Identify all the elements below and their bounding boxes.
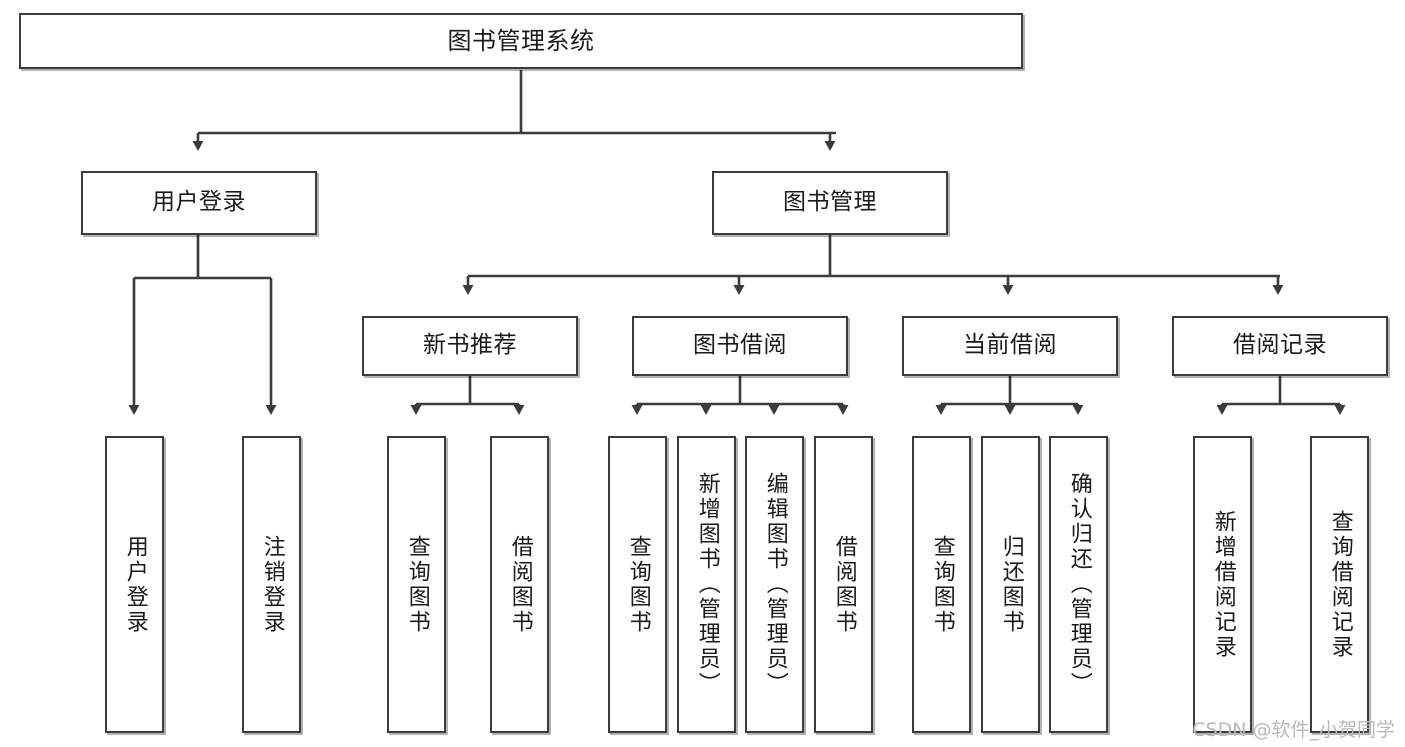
node-leaf-confirm-return-label: 确认归还（管理员） (1066, 472, 1092, 697)
node-user-login[interactable]: 用户登录 (81, 171, 317, 235)
node-leaf-query-record[interactable]: 查询借阅记录 (1310, 436, 1369, 733)
node-leaf-add-book[interactable]: 新增图书（管理员） (677, 436, 736, 733)
node-book-management-label: 图书管理 (783, 189, 877, 216)
node-leaf-add-record-label: 新增借阅记录 (1210, 509, 1236, 660)
node-new-book-recommend[interactable]: 新书推荐 (362, 316, 578, 376)
node-root-label: 图书管理系统 (447, 26, 595, 55)
node-borrow-record[interactable]: 借阅记录 (1172, 316, 1388, 376)
node-leaf-query-book-3[interactable]: 查询图书 (912, 436, 971, 733)
node-book-borrow-label: 图书借阅 (693, 332, 787, 359)
node-root[interactable]: 图书管理系统 (19, 13, 1023, 69)
node-leaf-edit-book-label: 编辑图书（管理员） (762, 472, 788, 697)
node-leaf-query-record-label: 查询借阅记录 (1327, 509, 1353, 660)
node-leaf-query-book-1-label: 查询图书 (404, 534, 430, 635)
node-book-borrow[interactable]: 图书借阅 (632, 316, 848, 376)
node-leaf-query-book-2[interactable]: 查询图书 (608, 436, 667, 733)
node-leaf-borrow-book-1-label: 借阅图书 (507, 534, 533, 635)
node-leaf-query-book-3-label: 查询图书 (929, 534, 955, 635)
node-leaf-query-book-2-label: 查询图书 (625, 534, 651, 635)
node-leaf-confirm-return[interactable]: 确认归还（管理员） (1049, 436, 1108, 733)
node-book-management[interactable]: 图书管理 (712, 171, 948, 235)
node-leaf-edit-book[interactable]: 编辑图书（管理员） (745, 436, 804, 733)
node-current-borrow-label: 当前借阅 (963, 332, 1057, 359)
node-leaf-add-record[interactable]: 新增借阅记录 (1193, 436, 1252, 733)
node-user-login-label: 用户登录 (152, 189, 246, 216)
node-leaf-query-book-1[interactable]: 查询图书 (387, 436, 446, 733)
node-leaf-logout-login[interactable]: 注销登录 (242, 436, 301, 733)
node-new-book-recommend-label: 新书推荐 (423, 332, 517, 359)
node-leaf-user-login[interactable]: 用户登录 (105, 436, 164, 733)
node-leaf-add-book-label: 新增图书（管理员） (694, 472, 720, 697)
node-leaf-borrow-book-2[interactable]: 借阅图书 (814, 436, 873, 733)
node-current-borrow[interactable]: 当前借阅 (902, 316, 1118, 376)
node-leaf-logout-login-label: 注销登录 (259, 534, 285, 635)
node-leaf-user-login-label: 用户登录 (122, 534, 148, 635)
node-leaf-borrow-book-1[interactable]: 借阅图书 (490, 436, 549, 733)
node-leaf-borrow-book-2-label: 借阅图书 (831, 534, 857, 635)
node-leaf-return-book-label: 归还图书 (998, 534, 1024, 635)
csdn-watermark: CSDN @软件_小贺同学 (1192, 719, 1395, 741)
node-borrow-record-label: 借阅记录 (1233, 332, 1327, 359)
node-leaf-return-book[interactable]: 归还图书 (981, 436, 1040, 733)
